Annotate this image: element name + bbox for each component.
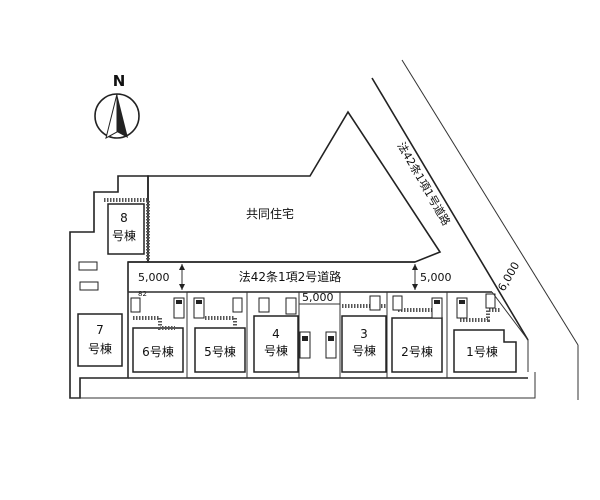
building-6-car	[173, 297, 185, 319]
building-4-outline	[253, 315, 299, 373]
compass-needle-light	[105, 93, 118, 139]
building-3-outline	[341, 315, 387, 373]
building-8-outline	[107, 203, 145, 255]
building-4-number: 4	[272, 327, 280, 341]
building-5-window	[232, 297, 243, 313]
building-1-fence	[460, 308, 500, 322]
building-8-fence	[104, 198, 150, 262]
building-8-suffix: 号棟	[112, 228, 136, 243]
building-6-number: 6	[142, 345, 150, 359]
building-5-suffix: 号棟	[212, 344, 236, 359]
svg-text:1号棟: 1号棟	[466, 344, 498, 359]
building-1-window	[485, 293, 496, 309]
north-compass: N	[94, 72, 140, 139]
building-3-car	[325, 331, 337, 359]
building-6: 6号棟	[127, 291, 188, 379]
building-2-number: 2	[401, 345, 409, 359]
north-label: N	[113, 72, 126, 90]
building-2: 2号棟	[391, 295, 443, 373]
building-8-parking	[78, 261, 98, 271]
building-6-suffix: 号棟	[150, 344, 174, 359]
building-2-fence	[398, 308, 438, 318]
building-5: 5号棟	[193, 297, 246, 373]
side-road-width: 6,000	[495, 260, 522, 294]
spur-width: 5,000	[302, 291, 334, 304]
road-label: 法42条1項2号道路	[239, 269, 342, 284]
building-4: 4 号棟	[253, 297, 311, 373]
building-1-car	[456, 297, 468, 319]
dim-arrow-l-bottom	[179, 284, 185, 290]
apartment-label: 共同住宅	[246, 206, 294, 221]
building-7: 7 号棟	[77, 313, 123, 367]
building-3-suffix: 号棟	[352, 343, 376, 358]
dim-arrow-r-bottom	[412, 284, 418, 290]
road-width-left: 5,000	[138, 271, 170, 284]
lots-right-edge	[491, 291, 529, 341]
building-8-number: 8	[120, 211, 128, 225]
building-7-outline	[77, 313, 123, 367]
building-5-fence	[205, 316, 237, 328]
lot-6	[127, 291, 188, 379]
building-1-outline	[453, 329, 517, 373]
svg-text:5号棟: 5号棟	[204, 344, 236, 359]
building-2-car	[431, 297, 443, 319]
building-2-window	[392, 295, 403, 311]
building-7-number: 7	[96, 323, 104, 337]
building-4-window	[258, 297, 270, 313]
building-4-suffix: 号棟	[264, 343, 288, 358]
building-1-suffix: 号棟	[474, 344, 498, 359]
compass-needle-dark	[117, 94, 128, 138]
road-width-right: 5,000	[420, 271, 452, 284]
road-edge-left	[371, 77, 529, 341]
building-7-parking	[79, 281, 99, 291]
building-5-car	[193, 297, 205, 319]
building-2-suffix: 号棟	[409, 344, 433, 359]
building-3-window	[369, 295, 381, 311]
building-7-suffix: 号棟	[88, 341, 112, 356]
building-2-outline	[391, 317, 443, 373]
code-82: 82	[138, 290, 147, 298]
apartment-outline	[147, 110, 442, 263]
building-6-fence	[133, 316, 175, 330]
road-edge-right	[401, 59, 579, 346]
building-3-number: 3	[360, 327, 368, 341]
building-1-number: 1	[466, 345, 474, 359]
building-5-outline	[194, 327, 246, 373]
building-3: 3 号棟	[325, 295, 387, 373]
site-boundary-bottom	[70, 372, 536, 399]
building-4-box	[285, 297, 297, 315]
side-road-label: 法42条1項1号道路	[394, 140, 453, 228]
building-4-car	[299, 331, 311, 359]
building-6-window	[130, 297, 141, 313]
private-road: 5,000 5,000 法42条1項2号道路 82	[128, 261, 492, 298]
building-8: 8 号棟	[78, 198, 150, 291]
spur-road: 5,000	[298, 291, 341, 378]
building-1: 1号棟	[453, 293, 517, 373]
building-5-number: 5	[204, 345, 212, 359]
dim-arrow-r-top	[412, 264, 418, 270]
svg-text:2号棟: 2号棟	[401, 344, 433, 359]
svg-text:6号棟: 6号棟	[142, 344, 174, 359]
dim-arrow-l-top	[179, 264, 185, 270]
